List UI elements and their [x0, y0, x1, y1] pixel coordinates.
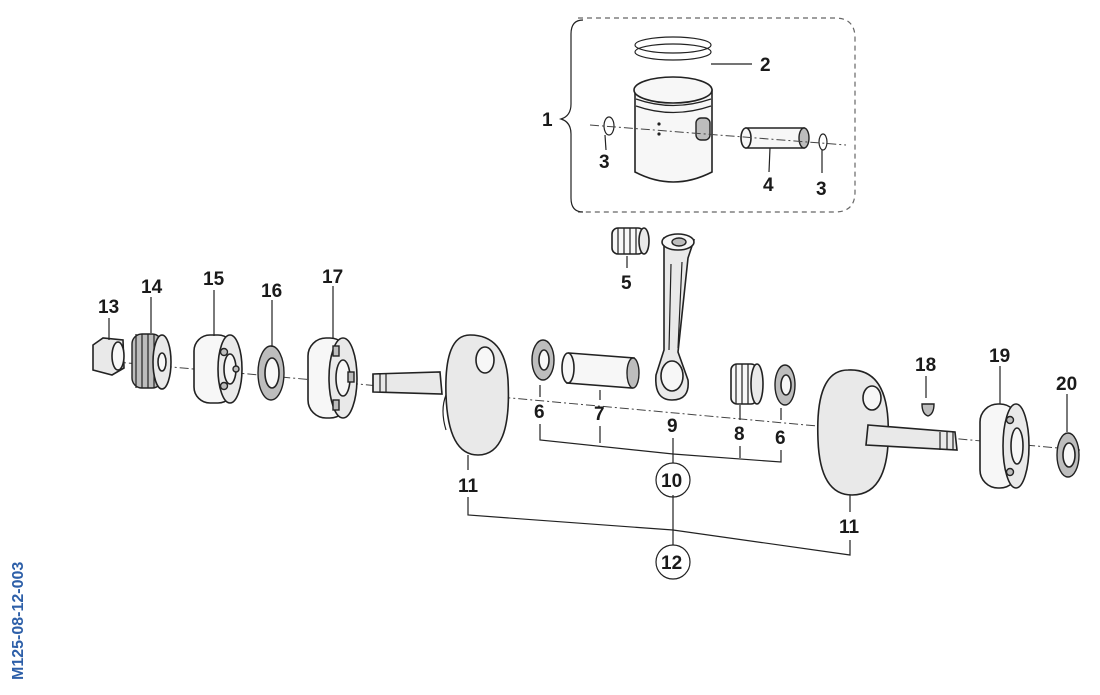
woodruff-key — [921, 403, 935, 417]
group-1-bracket — [558, 19, 584, 213]
gear — [131, 333, 172, 390]
label-15: 15 — [203, 269, 225, 290]
thrust-washer-left — [531, 339, 555, 381]
needle-bearing-big-end — [730, 363, 764, 405]
label-5: 5 — [621, 273, 632, 294]
oil-seal-right — [1056, 432, 1080, 478]
label-4: 4 — [763, 175, 774, 196]
label-19: 19 — [989, 346, 1010, 367]
ball-bearing-left — [193, 334, 243, 404]
drawing-code: M125-08-12-003 — [10, 562, 27, 680]
label-20: 20 — [1056, 374, 1077, 395]
label-1: 1 — [542, 110, 553, 131]
label-7: 7 — [594, 404, 605, 425]
part-labels: 1 2 3 4 3 5 13 14 15 16 17 18 19 20 6 7 … — [98, 55, 1077, 574]
roller-bearing — [307, 337, 358, 419]
ball-bearing-right — [979, 403, 1030, 489]
label-8: 8 — [734, 424, 745, 445]
label-11-right: 11 — [839, 517, 860, 538]
leader-lines — [108, 256, 1068, 556]
piston-pin — [740, 127, 810, 149]
nut — [92, 337, 125, 376]
label-9: 9 — [667, 416, 678, 437]
group-12-circle — [655, 544, 691, 580]
needle-bearing-small-end — [611, 227, 650, 255]
oil-seal-left — [257, 345, 285, 401]
crank-web-right — [816, 369, 958, 496]
crank-web-left — [372, 334, 510, 456]
label-6-left: 6 — [534, 402, 545, 423]
label-18: 18 — [915, 355, 936, 376]
piston — [633, 76, 713, 183]
circlip-right — [818, 133, 828, 151]
label-2: 2 — [760, 55, 771, 76]
label-3-right: 3 — [816, 179, 827, 200]
piston-inset — [558, 17, 856, 213]
label-14: 14 — [141, 277, 163, 298]
label-16: 16 — [261, 281, 282, 302]
label-17: 17 — [322, 267, 343, 288]
label-13: 13 — [98, 297, 119, 318]
label-12: 12 — [661, 553, 682, 574]
thrust-washer-right — [774, 364, 796, 406]
label-3-left: 3 — [599, 152, 610, 173]
connecting-rod — [655, 233, 696, 401]
circlip-left — [603, 116, 615, 136]
inset-dashed-border — [578, 17, 856, 213]
label-10: 10 — [661, 471, 682, 492]
label-11-left: 11 — [458, 476, 479, 497]
piston-rings — [634, 36, 752, 65]
label-6-right: 6 — [775, 428, 786, 449]
group-10-circle — [655, 462, 691, 498]
crank-pin — [561, 352, 640, 389]
